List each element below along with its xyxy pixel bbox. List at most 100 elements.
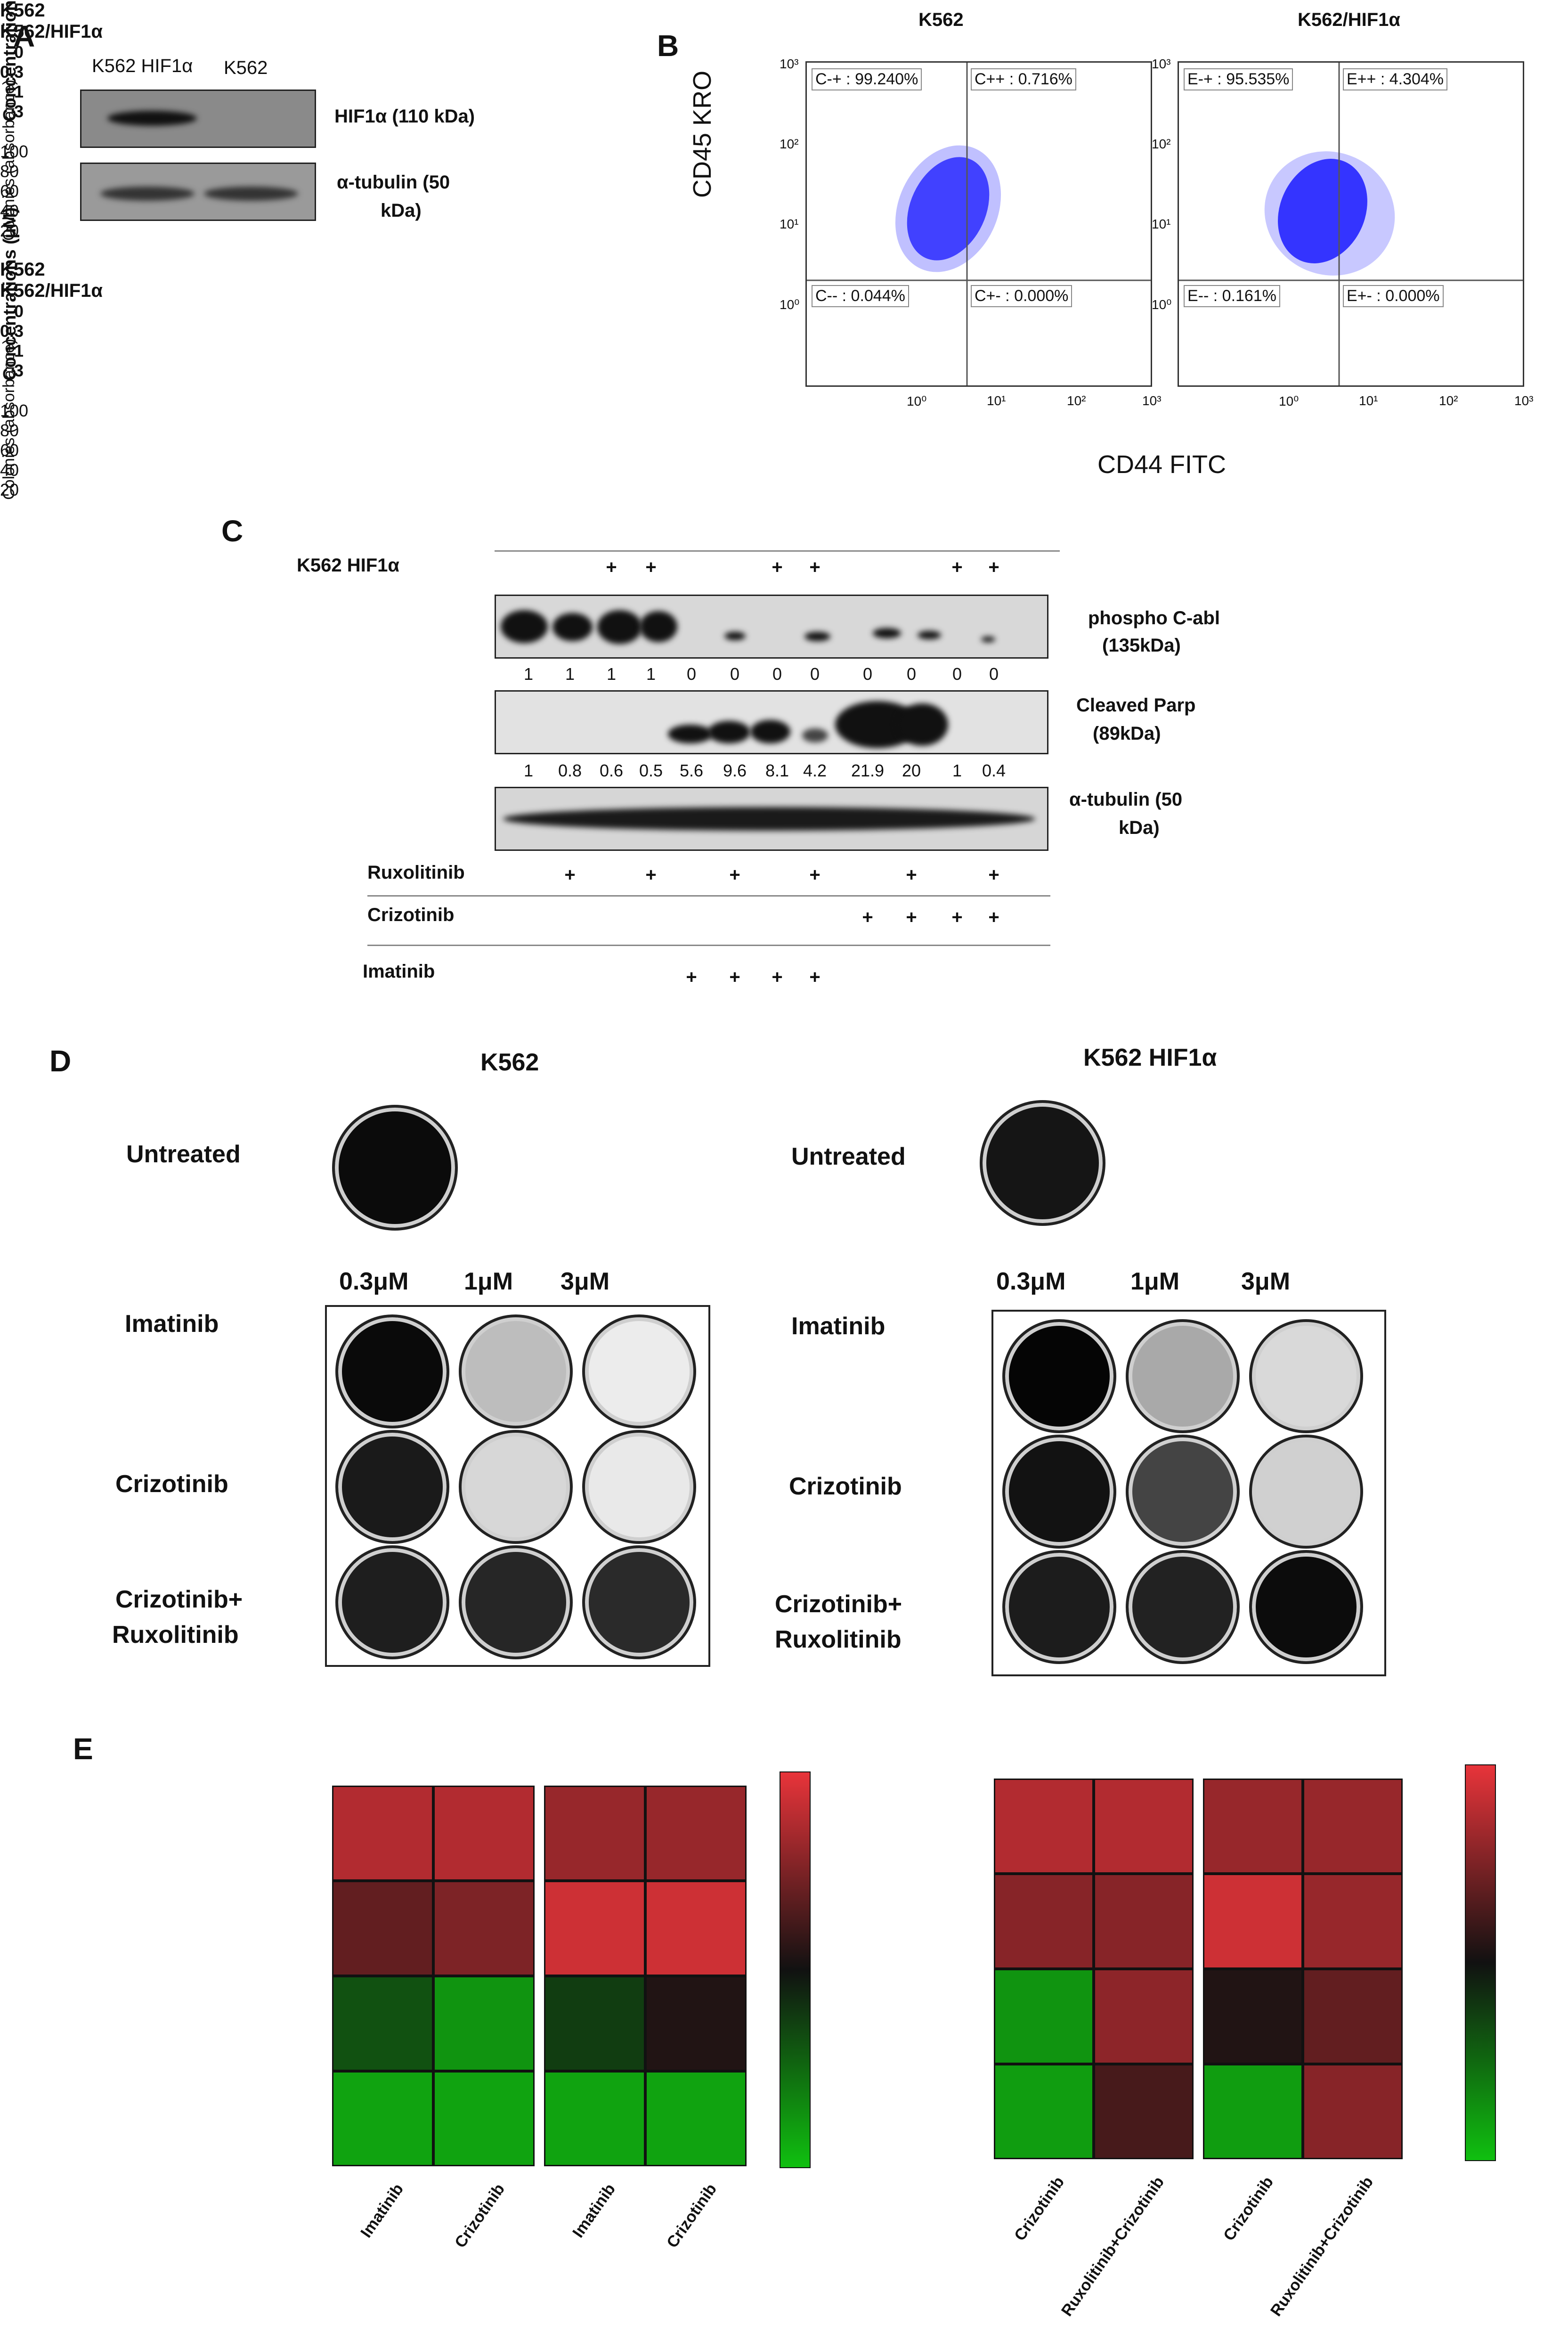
quant-pabl: 0 (906, 664, 917, 684)
quant-pabl: 0 (862, 664, 873, 684)
heat-cell (1094, 2064, 1194, 2159)
quant-parp: 1 (952, 761, 962, 780)
heat-row-label: 1 (14, 341, 24, 360)
quant-parp: 0.8 (558, 761, 582, 780)
treatment-label-crizotinib: Crizotinib (367, 905, 455, 925)
d-row-combo-left-1: Crizotinib+ (115, 1586, 243, 1613)
flow-xlabel: CD44 FITC (1097, 450, 1227, 479)
colorbar-tick: 20 (0, 480, 19, 499)
heat-cell (433, 1786, 535, 1881)
untreated-well-left (332, 1105, 458, 1231)
heat-col-label: Crizotinib (1011, 2173, 1068, 2244)
quant-pabl: 1 (646, 664, 656, 684)
untreated-well-right (980, 1100, 1105, 1226)
quadrant-bl: E-- : 0.161% (1184, 285, 1280, 307)
heat-row-label: 0 (14, 42, 24, 62)
colorbar-label: Colonies (absorbance) (0, 338, 18, 500)
plus-ruxolitinib: + (988, 865, 999, 885)
flow-ytick: 10¹ (780, 217, 799, 231)
quant-parp: 21.9 (851, 761, 885, 780)
quadrant-br: C+- : 0.000% (971, 285, 1072, 307)
cell-population (1278, 159, 1367, 263)
d-row-combo-left-2: Ruxolitinib (112, 1621, 239, 1648)
heat-cell (994, 2064, 1094, 2159)
quadrant-tr: C++ : 0.716% (971, 68, 1076, 90)
flow-ytick: 10³ (1152, 57, 1171, 71)
row-line-crizotinib (367, 945, 1050, 946)
well-right-r2-c2 (1126, 1435, 1240, 1549)
plus-ruxolitinib: + (564, 865, 576, 885)
row-line-ruxolitinib (367, 895, 1050, 897)
quadrant-tr: E++ : 4.304% (1343, 68, 1448, 90)
heat-cell (433, 2071, 535, 2166)
well-right-r1-c3 (1249, 1319, 1363, 1433)
colorbar-tick: 40 (0, 201, 19, 220)
well-right-r3-c3 (1249, 1550, 1363, 1664)
panel-b-letter: B (657, 29, 679, 63)
hif-blot (80, 90, 316, 148)
flow-plot-k562: C-+ : 99.240% C++ : 0.716% C-- : 0.044% … (805, 61, 1152, 387)
band-label-pabl-kda: (135kDa) (1102, 635, 1181, 656)
band-label-parp: Cleaved Parp (1076, 695, 1196, 716)
heat-col-label: Imatinib (569, 2180, 619, 2241)
plus-crizotinib: + (988, 907, 999, 928)
well-left-r2-c3 (582, 1430, 696, 1544)
heat-cell (1303, 1874, 1403, 1969)
conc-right-2: 1μM (1130, 1268, 1180, 1295)
flow-xtick: 10⁰ (907, 394, 927, 408)
d-untreated-left: Untreated (126, 1141, 241, 1168)
quant-parp: 1 (523, 761, 534, 780)
flow-xtick: 10² (1439, 393, 1458, 408)
well-right-r3-c1 (1002, 1550, 1116, 1664)
d-row-imatinib-left: Imatinib (125, 1310, 219, 1338)
d-row-imatinib-right: Imatinib (791, 1313, 886, 1340)
colorbar-tick: 40 (0, 460, 19, 480)
flow-title-k562-hif: K562/HIF1α (1298, 9, 1401, 30)
heat-row-label: 3 (14, 102, 24, 121)
well-left-r1-c1 (335, 1314, 449, 1428)
band-label-tubulin-a-kda: kDa) (381, 200, 422, 221)
panel-d-letter: D (49, 1044, 72, 1078)
heat-cell (1303, 1969, 1403, 2064)
quant-pabl: 0 (730, 664, 740, 684)
quant-parp: 20 (902, 761, 921, 780)
heat-row-label: 0.3 (0, 62, 24, 82)
quant-parp: 0.4 (982, 761, 1006, 780)
heat-cell (332, 2071, 433, 2166)
quant-pabl: 0 (952, 664, 962, 684)
heat-cell (332, 1976, 433, 2071)
heat-cell (1203, 1779, 1303, 1874)
flow-ytick: 10² (780, 137, 799, 151)
well-left-r2-c2 (459, 1430, 573, 1544)
flow-ytick: 10¹ (1152, 217, 1171, 231)
colorbar-tick: 100 (0, 142, 29, 161)
colorbar-tick: 60 (0, 441, 19, 460)
d-untreated-right: Untreated (791, 1143, 906, 1170)
heat-cell (544, 2071, 645, 2166)
treatment-label-ruxolitinib: Ruxolitinib (367, 862, 465, 883)
quant-parp: 4.2 (803, 761, 827, 780)
heat-cell (1303, 1779, 1403, 1874)
quant-pabl: 1 (565, 664, 575, 684)
treatment-label-imatinib: Imatinib (363, 961, 435, 982)
quant-pabl: 1 (606, 664, 617, 684)
d-row-combo-right-2: Ruxolitinib (775, 1626, 902, 1653)
plus-crizotinib: + (951, 907, 963, 928)
colorbar (780, 1771, 811, 2168)
plus-hif: + (606, 557, 617, 578)
panel-e-letter: E (73, 1732, 93, 1766)
quant-pabl: 1 (523, 664, 534, 684)
heat-cell (645, 2071, 747, 2166)
heat-cell (332, 1786, 433, 1881)
heat-row-label: 0.3 (0, 321, 24, 341)
plus-crizotinib: + (906, 907, 917, 928)
well-right-r1-c1 (1002, 1319, 1116, 1433)
tubulin-blot-a (80, 163, 316, 221)
heat-col-label: Crizotinib (451, 2180, 508, 2252)
d-title-k562-hif: K562 HIF1α (1083, 1044, 1217, 1071)
heat-cell (1203, 1874, 1303, 1969)
flow-xtick: 10² (1067, 393, 1086, 408)
conc-left-2: 1μM (464, 1268, 513, 1295)
quant-parp: 5.6 (679, 761, 704, 780)
band-label-tubulin-c: α-tubulin (50 (1069, 789, 1183, 810)
